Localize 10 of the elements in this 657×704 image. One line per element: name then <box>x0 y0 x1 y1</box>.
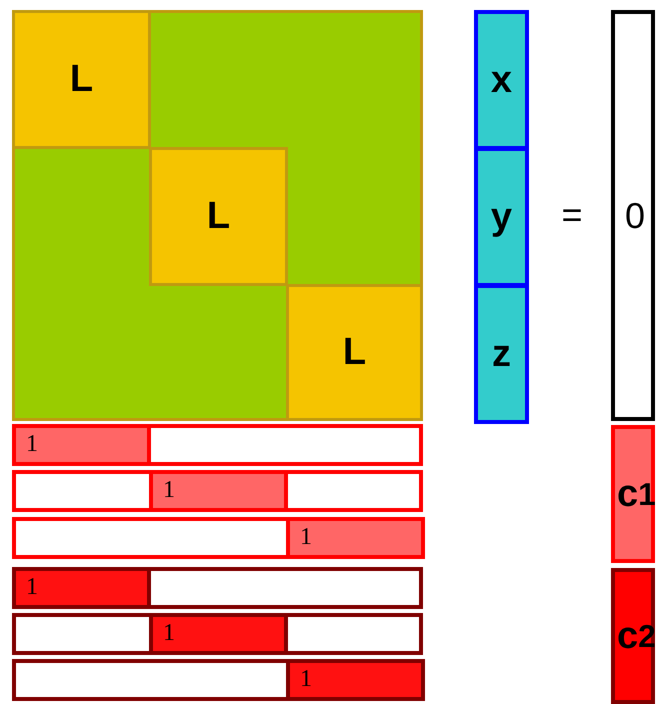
matrix-entry: 1 <box>286 659 425 701</box>
zero-block: 0 <box>611 10 655 421</box>
vector-cell: y <box>474 147 529 287</box>
matrix-block-cell: L <box>149 147 288 286</box>
vector-cell: z <box>474 284 529 424</box>
matrix-block-cell: L <box>286 284 423 421</box>
matrix-block-cell: L <box>12 10 151 149</box>
equals-sign: = <box>560 193 584 237</box>
vector-cell: x <box>474 10 529 150</box>
matrix-entry: 1 <box>286 517 425 559</box>
